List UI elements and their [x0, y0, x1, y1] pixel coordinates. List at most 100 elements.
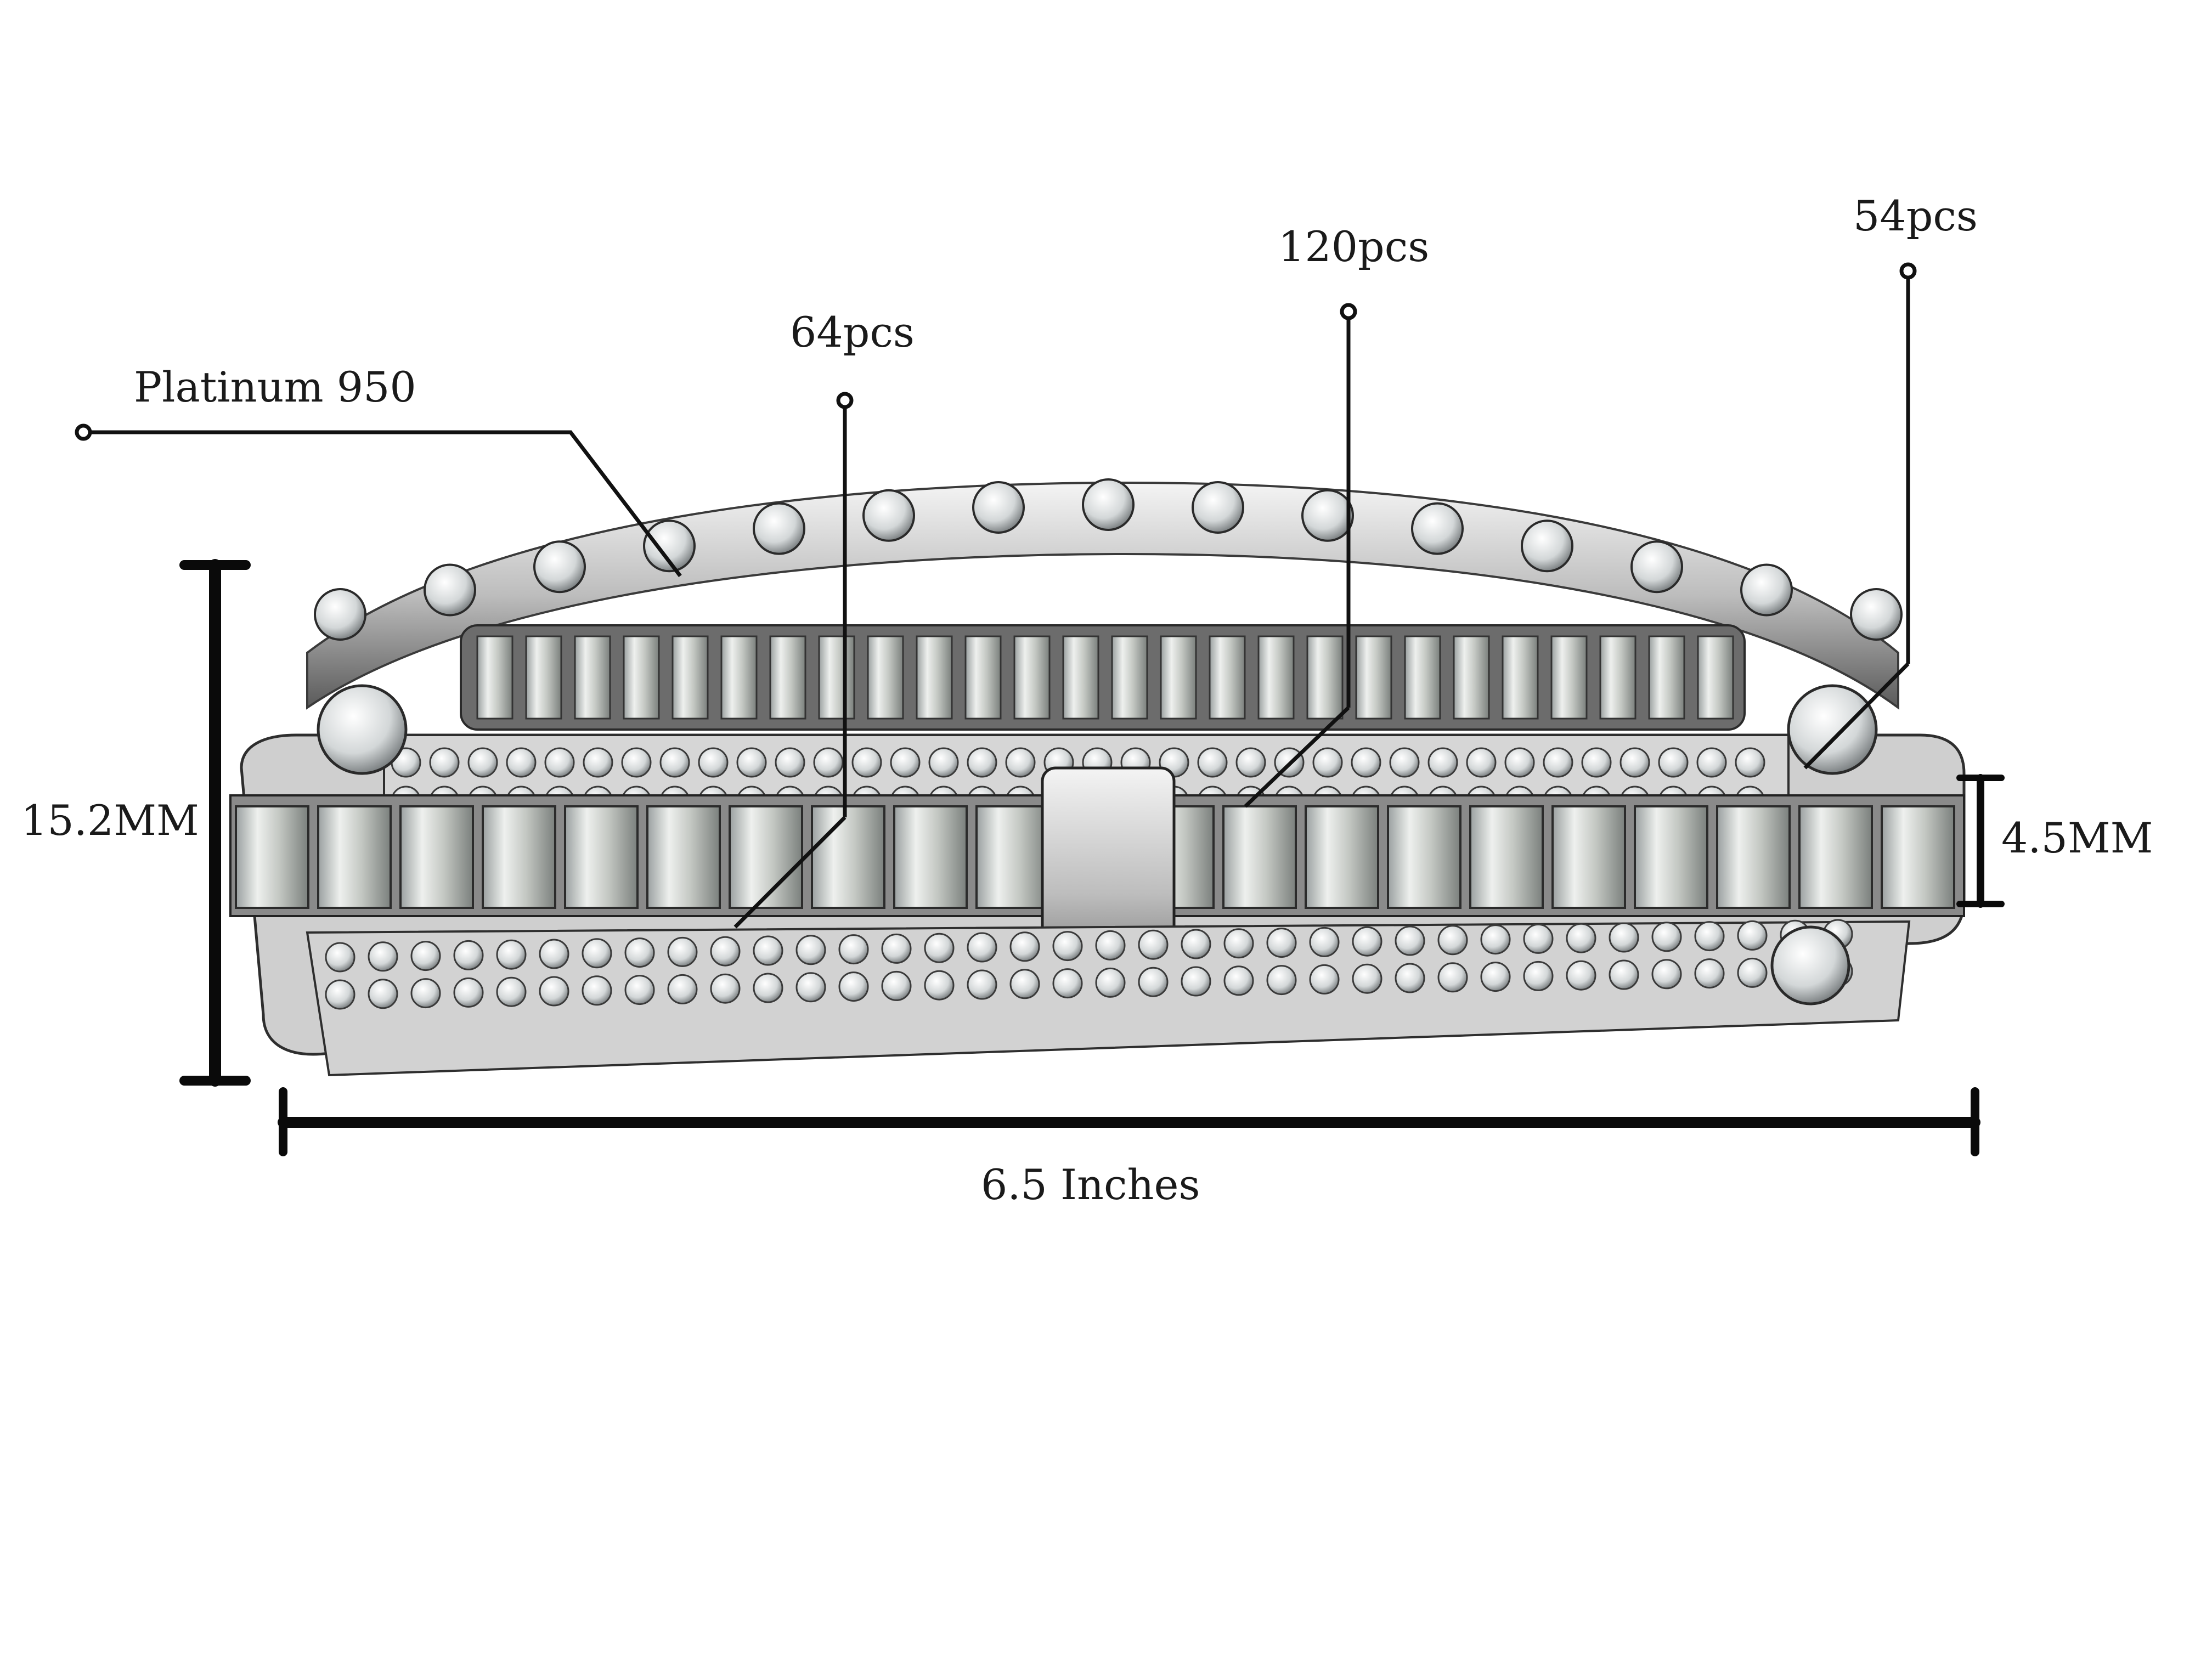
round-stone [533, 540, 586, 594]
pave-stone [1309, 964, 1340, 995]
pave-stone [1197, 747, 1228, 778]
baguette-stone [1798, 805, 1873, 909]
pave-stone [967, 969, 997, 1000]
side-round-stone [1770, 925, 1850, 1005]
pave-stone [1566, 923, 1596, 953]
pave-stone [1005, 747, 1036, 778]
callout-line-64pcs-diag [733, 816, 847, 929]
side-round-stone [317, 684, 408, 775]
pave-stone [624, 937, 655, 968]
dimension-lines [179, 559, 2005, 1156]
pave-stone [1138, 967, 1169, 997]
inner-baguette [964, 635, 1002, 720]
pave-stone [1266, 965, 1297, 996]
inner-baguette [623, 635, 660, 720]
pave-stone [1523, 923, 1554, 954]
pave-stone [1223, 965, 1254, 996]
inner-baguette [1599, 635, 1637, 720]
pave-stone [1235, 747, 1266, 778]
pave-stone [1309, 926, 1340, 957]
pave-stone [496, 939, 527, 970]
pave-stone [928, 747, 959, 778]
round-stone [1411, 502, 1464, 555]
baguette-stone [811, 805, 885, 909]
round-stone [643, 519, 696, 573]
pave-stone [1389, 747, 1420, 778]
pave-stone [429, 747, 460, 778]
pave-stone [506, 747, 537, 778]
baguette-stone [893, 805, 968, 909]
pave-stone [1658, 747, 1689, 778]
inner-baguette [769, 635, 806, 720]
pave-stone [583, 747, 613, 778]
pave-stone [453, 940, 484, 970]
pave-stone [1566, 960, 1596, 991]
pave-stone [1504, 747, 1535, 778]
callout-dot-120pcs [1340, 303, 1357, 320]
pave-stone [453, 977, 484, 1008]
inner-baguette [525, 635, 562, 720]
material-label: Platinum 950 [134, 363, 416, 411]
pave-stone [1352, 963, 1383, 994]
pave-stone [1437, 962, 1468, 993]
pave-stone [667, 974, 698, 1004]
inner-baguette [720, 635, 758, 720]
pave-stone [539, 976, 569, 1007]
pave-stone [710, 936, 741, 967]
pave-stone [1480, 962, 1511, 992]
pave-stone [967, 747, 997, 778]
baguette-stone [235, 805, 309, 909]
baguette-stone [1387, 805, 1462, 909]
baguette-stone [1222, 805, 1297, 909]
pave-stone [1352, 926, 1383, 957]
round-stone [424, 563, 476, 617]
callout-lines [75, 262, 1917, 929]
pave-stone [582, 975, 612, 1006]
pave-stone [924, 933, 955, 963]
round-stone [1850, 588, 1903, 641]
pave-stone [710, 973, 741, 1004]
pave-stone [813, 747, 844, 778]
callout-dot-platinum [75, 423, 92, 441]
pave-stone [838, 971, 869, 1002]
pave-stone [496, 976, 527, 1007]
baguette-stone [646, 805, 721, 909]
pave-stone [1223, 928, 1254, 959]
round-stone [753, 502, 805, 555]
baguette-stone [1634, 805, 1708, 909]
pave-stone [368, 941, 398, 972]
pave-stone [667, 936, 698, 967]
pave-stone [753, 935, 783, 966]
pave-stone [1437, 925, 1468, 956]
round-count-label: 54pcs [1853, 191, 1978, 240]
pave-stone [1523, 961, 1554, 991]
pave-stone [698, 747, 729, 778]
baguette-stone [317, 805, 392, 909]
pave-stone [967, 932, 997, 963]
pave-stone [1735, 747, 1765, 778]
inner-baguette [1648, 635, 1685, 720]
pave-stone [1620, 747, 1650, 778]
pave-stone [753, 973, 783, 1003]
pave-stone [851, 747, 882, 778]
baguette-stone [564, 805, 639, 909]
pave-stone [1009, 931, 1040, 962]
inner-baguette [574, 635, 611, 720]
round-stone [972, 481, 1025, 534]
side-round-stone [1787, 684, 1878, 775]
inner-baguette [1697, 635, 1734, 720]
pave-stone [325, 942, 356, 973]
band-width-dimension-label: 4.5MM [2001, 813, 2153, 862]
pave-stone [1581, 747, 1612, 778]
inner-baguette [1306, 635, 1344, 720]
pave-stone [1052, 968, 1083, 999]
inner-baguette [1013, 635, 1051, 720]
pave-stone [736, 747, 767, 778]
pave-stone [1181, 929, 1211, 959]
baguette-stone [1469, 805, 1544, 909]
pave-stone [924, 970, 955, 1001]
round-stone [314, 588, 366, 641]
inner-baguette [1404, 635, 1441, 720]
pave-stone [1609, 922, 1639, 953]
